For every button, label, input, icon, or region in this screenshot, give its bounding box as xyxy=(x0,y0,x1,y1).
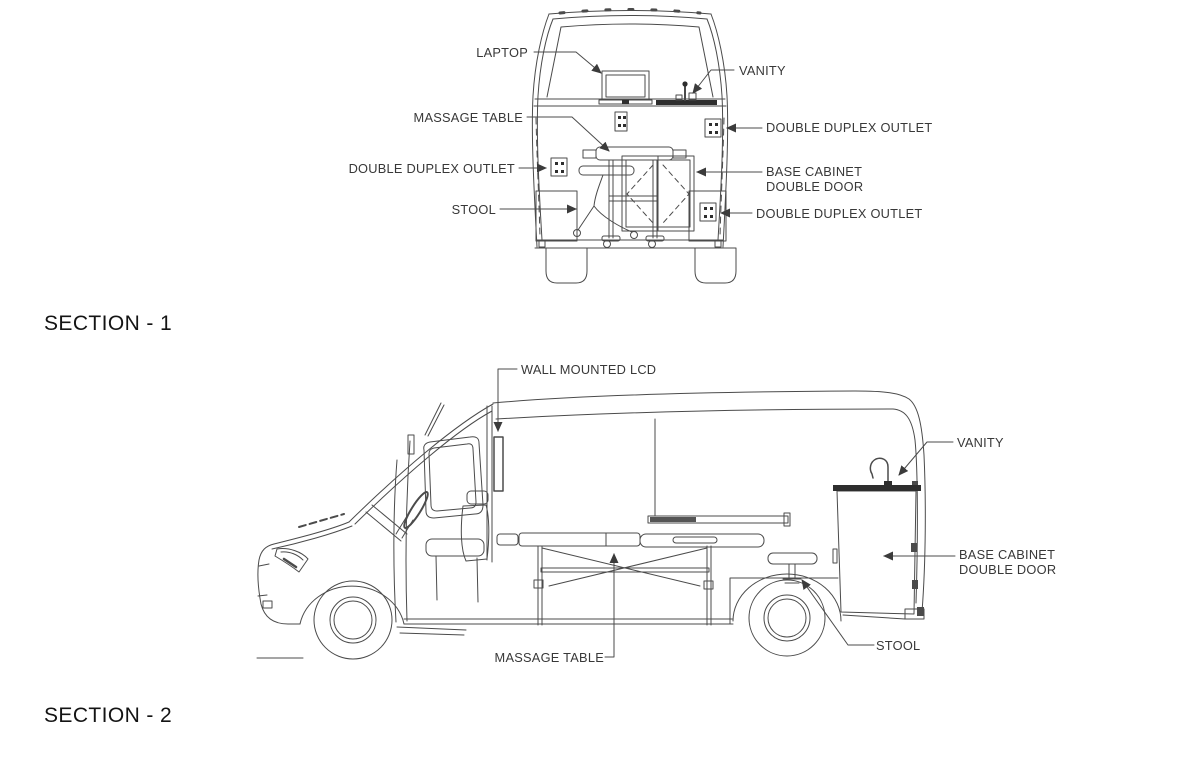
base-cabinet-rear xyxy=(622,156,694,231)
base-cabinet-side-label-line1: BASE CABINET xyxy=(959,547,1056,562)
section1-title: SECTION - 1 xyxy=(44,312,173,335)
side-view-drawing xyxy=(257,391,925,659)
rear-wheel xyxy=(749,580,825,656)
stool-side xyxy=(768,553,817,583)
rear-left-wheel xyxy=(546,248,587,283)
massage-table-side xyxy=(497,533,764,625)
outlet-right-bottom xyxy=(700,203,716,221)
leader-vanity-side xyxy=(898,442,953,476)
outlet-right-top xyxy=(705,119,721,137)
base-cabinet-side-label: BASE CABINET DOUBLE DOOR xyxy=(959,547,1056,577)
stool-side-label: STOOL xyxy=(876,638,921,653)
section1-leader-lines xyxy=(500,52,762,218)
section2-title: SECTION - 2 xyxy=(44,704,173,727)
massage-table-side-label: MASSAGE TABLE xyxy=(494,650,604,665)
van-rear-body xyxy=(532,10,736,284)
laptop-label: LAPTOP xyxy=(476,45,528,60)
base-cabinet-label-line2: DOUBLE DOOR xyxy=(766,179,864,194)
vanity-counter xyxy=(656,81,717,105)
leader-stool-side xyxy=(801,579,874,645)
outlet-left xyxy=(551,158,567,176)
leader-laptop xyxy=(534,52,602,74)
rear-right-wheel xyxy=(695,248,736,283)
leader-vanity xyxy=(692,70,734,94)
van-side-body xyxy=(257,391,925,659)
outlet-left-label: DOUBLE DUPLEX OUTLET xyxy=(348,161,515,176)
base-cabinet-label-line1: BASE CABINET xyxy=(766,164,863,179)
faucet xyxy=(870,458,888,485)
rear-view-drawing xyxy=(532,10,736,284)
leader-wall-mounted-lcd xyxy=(493,369,517,432)
massage-table-rear xyxy=(583,147,686,248)
driver-seat xyxy=(426,491,489,602)
outlet-top-center xyxy=(615,112,627,131)
vanity-side-label: VANITY xyxy=(957,435,1004,450)
wall-mounted-lcd xyxy=(494,437,503,491)
base-cabinet-side xyxy=(833,458,921,614)
laptop xyxy=(599,71,652,104)
stool-label: STOOL xyxy=(451,202,496,217)
base-cabinet-side-label-line2: DOUBLE DOOR xyxy=(959,562,1057,577)
wall-mounted-lcd-label: WALL MOUNTED LCD xyxy=(521,362,657,377)
massage-table-label: MASSAGE TABLE xyxy=(413,110,523,125)
outlet-right-bottom-label: DOUBLE DUPLEX OUTLET xyxy=(756,206,923,221)
section2-leader-lines xyxy=(493,369,955,657)
steering-wheel xyxy=(366,490,431,541)
vanity-label: VANITY xyxy=(739,63,786,78)
outlet-right-top-label: DOUBLE DUPLEX OUTLET xyxy=(766,120,933,135)
base-cabinet-label: BASE CABINET DOUBLE DOOR xyxy=(766,164,863,194)
leader-massage-table xyxy=(527,117,610,152)
stool-rear xyxy=(574,166,638,239)
leader-massage-table-side xyxy=(605,553,619,657)
front-wheel xyxy=(314,581,392,659)
